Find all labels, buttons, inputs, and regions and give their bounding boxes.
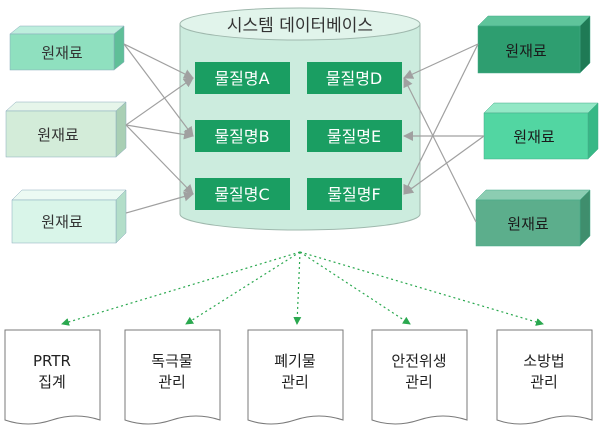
- raw-material-right-2-face: [483, 112, 589, 160]
- output-doc-safety-line2: 관리: [405, 373, 433, 391]
- left-connectors: [123, 43, 194, 214]
- raw-material-right-2-label: 원재료: [513, 128, 555, 146]
- cylinder-top: [179, 7, 421, 41]
- connector-l2-c: [125, 124, 194, 195]
- output-doc-prtr-line1: PRTR: [33, 352, 71, 370]
- raw-material-right-1-face: [477, 25, 581, 74]
- raw-material-right-1-label: 원재료: [505, 42, 547, 60]
- raw-material-right-2[interactable]: 원재료: [483, 102, 599, 160]
- connector-r1-d: [403, 43, 479, 79]
- material-list: 물질명A 물질명B 물질명C 물질명D 물질명E 물질명F: [195, 62, 402, 210]
- material-label-b: 물질명B: [214, 127, 269, 146]
- dotted-arrow-3: [293, 251, 302, 325]
- output-doc-waste[interactable]: 폐기물 관리: [247, 329, 344, 425]
- raw-material-left-1[interactable]: 원재료: [9, 25, 125, 71]
- connector-r3-d: [403, 77, 477, 223]
- material-box-b[interactable]: 물질명B: [195, 120, 290, 152]
- output-doc-fire-line2: 관리: [530, 373, 558, 391]
- connector-r2-f: [403, 135, 485, 195]
- raw-material-left-3[interactable]: 원재료: [11, 189, 127, 244]
- dotted-arrow-1: [61, 251, 301, 326]
- material-label-a: 물질명A: [214, 69, 269, 88]
- material-box-f[interactable]: 물질명F: [307, 178, 402, 210]
- output-doc-prtr-line2: 집계: [38, 373, 66, 391]
- output-doc-prtr[interactable]: PRTR 집계: [4, 329, 101, 425]
- connector-l1-a: [123, 43, 194, 79]
- output-doc-toxic[interactable]: 독극물 관리: [124, 329, 221, 425]
- raw-material-right-3-face: [475, 199, 581, 247]
- material-label-c: 물질명C: [214, 185, 269, 204]
- output-doc-safety[interactable]: 안전위생 관리: [371, 329, 468, 425]
- raw-material-left-1-face: [9, 33, 115, 71]
- material-box-d[interactable]: 물질명D: [307, 62, 402, 94]
- material-box-a[interactable]: 물질명A: [195, 62, 290, 94]
- connector-l1-b: [123, 43, 194, 137]
- dotted-arrow-2: [185, 251, 301, 325]
- raw-material-right-1[interactable]: 원재료: [477, 15, 591, 74]
- raw-material-left-3-face: [11, 199, 117, 244]
- material-label-e: 물질명E: [327, 127, 381, 146]
- right-raw-materials: 원재료 원재료 원재료: [475, 15, 599, 247]
- material-box-c[interactable]: 물질명C: [195, 178, 290, 210]
- raw-material-left-2-label: 원재료: [37, 126, 79, 144]
- output-connectors: [61, 251, 544, 326]
- output-doc-fire-line1: 소방법: [523, 352, 564, 370]
- raw-material-left-2[interactable]: 원재료: [5, 101, 127, 158]
- connector-r1-f: [403, 43, 479, 195]
- output-doc-toxic-line2: 관리: [158, 373, 186, 391]
- output-doc-fire[interactable]: 소방법 관리: [496, 329, 593, 425]
- material-box-e[interactable]: 물질명E: [307, 120, 402, 152]
- raw-material-right-3-label: 원재료: [507, 215, 549, 233]
- right-connectors: [403, 43, 485, 223]
- connector-l2-b: [125, 124, 194, 140]
- dotted-arrow-5: [299, 251, 544, 326]
- output-documents: PRTR 집계 독극물 관리 폐기물 관리 안전위생 관리 소방법 관리: [4, 329, 593, 425]
- material-label-d: 물질명D: [326, 69, 382, 88]
- output-doc-toxic-line1: 독극물: [151, 352, 192, 370]
- connector-l3-c: [125, 191, 194, 214]
- raw-material-right-3[interactable]: 원재료: [475, 189, 591, 247]
- output-doc-waste-line2: 관리: [281, 373, 309, 391]
- output-doc-safety-line1: 안전위생: [391, 352, 446, 370]
- left-raw-materials: 원재료 원재료 원재료: [5, 25, 127, 244]
- raw-material-left-3-label: 원재료: [41, 213, 83, 231]
- raw-material-left-2-face: [5, 110, 117, 158]
- raw-material-left-1-label: 원재료: [41, 44, 83, 62]
- database-title: 시스템 데이터베이스: [227, 16, 373, 36]
- dotted-arrow-4: [299, 251, 411, 325]
- material-label-f: 물질명F: [327, 185, 380, 204]
- output-doc-waste-line1: 폐기물: [274, 352, 315, 370]
- connector-l2-a: [125, 77, 194, 126]
